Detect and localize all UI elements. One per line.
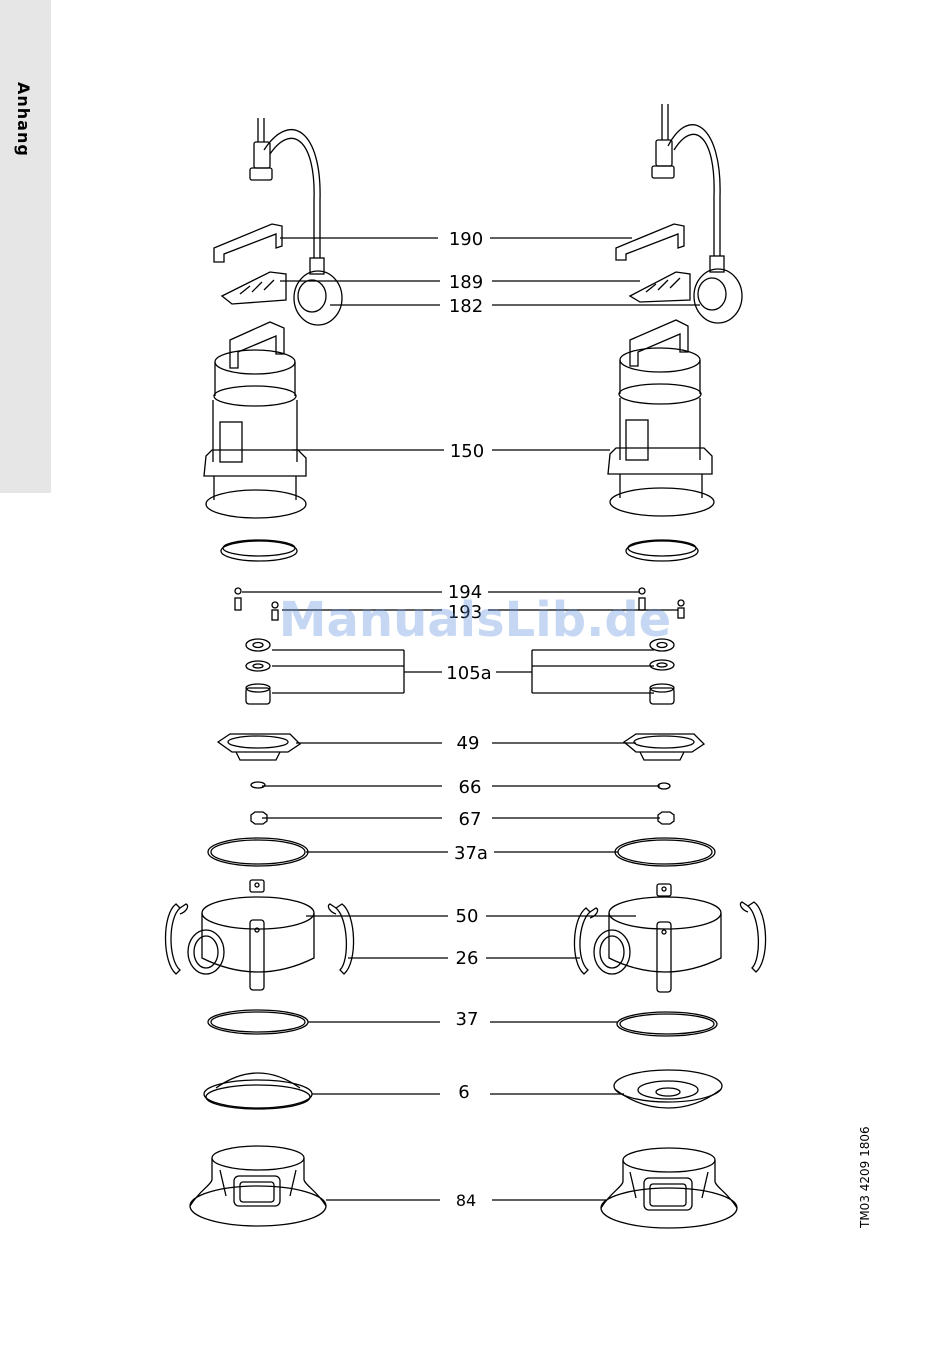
part-label-49: 49 (457, 733, 480, 754)
part-label-26: 26 (456, 948, 479, 969)
part-label-150: 150 (450, 441, 484, 462)
part-label-105a: 105a (446, 663, 491, 684)
part-label-6: 6 (458, 1082, 469, 1103)
part-label-84: 84 (456, 1191, 476, 1210)
part-label-37a: 37a (454, 843, 488, 864)
part-label-66: 66 (459, 777, 482, 798)
part-label-37: 37 (456, 1009, 479, 1030)
part-label-189: 189 (449, 272, 483, 293)
document-code: TM03 4209 1806 (858, 1118, 882, 1228)
assembly-left (166, 118, 354, 1226)
part-label-50: 50 (456, 906, 479, 927)
leader-lines (242, 238, 700, 1200)
part-label-182: 182 (449, 296, 483, 317)
part-label-190: 190 (449, 229, 483, 250)
part-label-67: 67 (459, 809, 482, 830)
watermark: ManualsLib.de (0, 592, 950, 648)
